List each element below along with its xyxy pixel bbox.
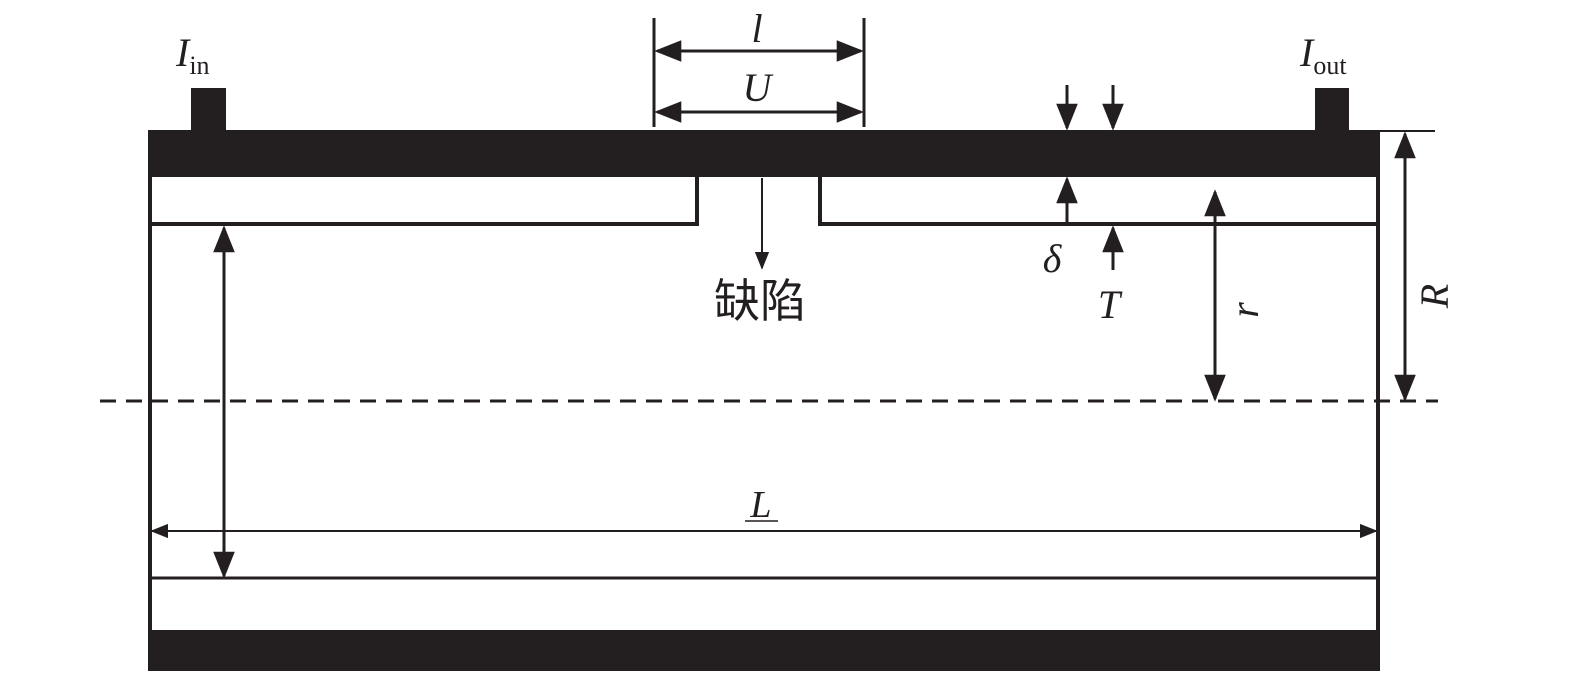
defect-length-label: l	[751, 6, 762, 51]
inner-radius-label: r	[1222, 302, 1267, 318]
length-label: L	[749, 484, 771, 526]
defect-label: 缺陷	[714, 274, 806, 328]
top-wall	[148, 130, 1380, 177]
current-in-electrode	[191, 88, 226, 132]
voltage-label: U	[743, 65, 775, 110]
bottom-wall	[148, 630, 1380, 671]
outer-radius-label: R	[1412, 284, 1457, 309]
current-out-label: Iout	[1299, 30, 1347, 80]
current-in-label: Iin	[175, 30, 210, 80]
liner-right	[818, 177, 1378, 226]
liner-left	[150, 177, 699, 226]
thickness-label: T	[1098, 282, 1123, 327]
current-out-electrode	[1315, 88, 1349, 132]
delta-label: δ	[1043, 236, 1063, 281]
